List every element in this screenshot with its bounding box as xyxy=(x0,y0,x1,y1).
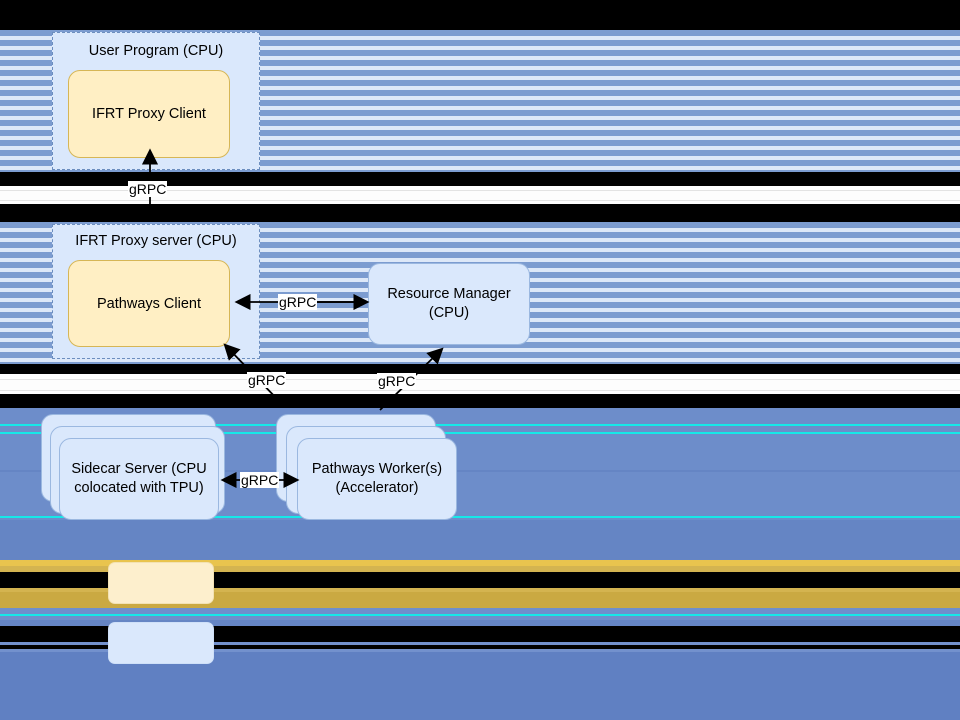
glitch-grey-line-4 xyxy=(0,390,960,391)
resource-manager-box[interactable]: Resource Manager (CPU) xyxy=(368,263,530,345)
glitch-black-band-1 xyxy=(0,172,960,186)
pathways-worker-line2: (Accelerator) xyxy=(335,480,419,496)
resource-manager-line1: Resource Manager xyxy=(387,286,511,303)
glitch-black-band-7 xyxy=(0,645,960,649)
edge-label-rm-to-pathways-client: gRPC xyxy=(278,294,318,310)
pathways-worker-line1: Pathways Worker(s) xyxy=(311,461,443,478)
pathways-client-box[interactable]: Pathways Client xyxy=(68,260,230,347)
glitch-cyan-line-2 xyxy=(0,432,960,434)
glitch-grey-line-3 xyxy=(0,379,960,380)
legend-swatch-cream xyxy=(108,562,214,604)
ifrt-proxy-server-title: IFRT Proxy server (CPU) xyxy=(75,233,237,249)
sidecar-server-box[interactable]: Sidecar Server (CPU colocated with TPU) xyxy=(59,438,219,520)
pathways-worker-box[interactable]: Pathways Worker(s) (Accelerator) xyxy=(297,438,457,520)
glitch-white-band-2 xyxy=(0,374,960,394)
background-solid-midgap xyxy=(0,520,960,560)
resource-manager-line2: (CPU) xyxy=(428,305,470,321)
glitch-grey-line-1 xyxy=(0,190,960,191)
edge-label-client-to-server: gRPC xyxy=(128,181,168,197)
glitch-grey-line-2 xyxy=(0,200,960,201)
edge-label-worker-to-rm: gRPC xyxy=(377,373,417,389)
background-strip-1 xyxy=(0,620,960,626)
glitch-blue-line-1 xyxy=(0,470,960,472)
glitch-cyan-line-1 xyxy=(0,424,960,426)
ifrt-proxy-client-box[interactable]: IFRT Proxy Client xyxy=(68,70,230,158)
legend-swatch-blue xyxy=(108,622,214,664)
legend-band-gold-lower xyxy=(0,592,960,608)
glitch-black-band-4 xyxy=(0,394,960,408)
glitch-cyan-line-4 xyxy=(0,614,960,616)
glitch-black-band-3 xyxy=(0,364,960,374)
glitch-black-band-top xyxy=(0,0,960,30)
edge-label-sidecar-to-worker: gRPC xyxy=(240,472,280,488)
glitch-black-band-6 xyxy=(0,626,960,642)
sidecar-server-line1: Sidecar Server (CPU xyxy=(71,461,207,478)
user-program-title: User Program (CPU) xyxy=(88,43,224,59)
glitch-black-band-2 xyxy=(0,204,960,222)
legend-band-gold-top xyxy=(0,560,960,566)
edge-label-sidecar-to-proxy-server: gRPC xyxy=(247,372,287,388)
sidecar-server-line2: colocated with TPU) xyxy=(74,480,204,496)
glitch-black-band-5 xyxy=(0,572,960,588)
glitch-cyan-line-3 xyxy=(0,516,960,518)
